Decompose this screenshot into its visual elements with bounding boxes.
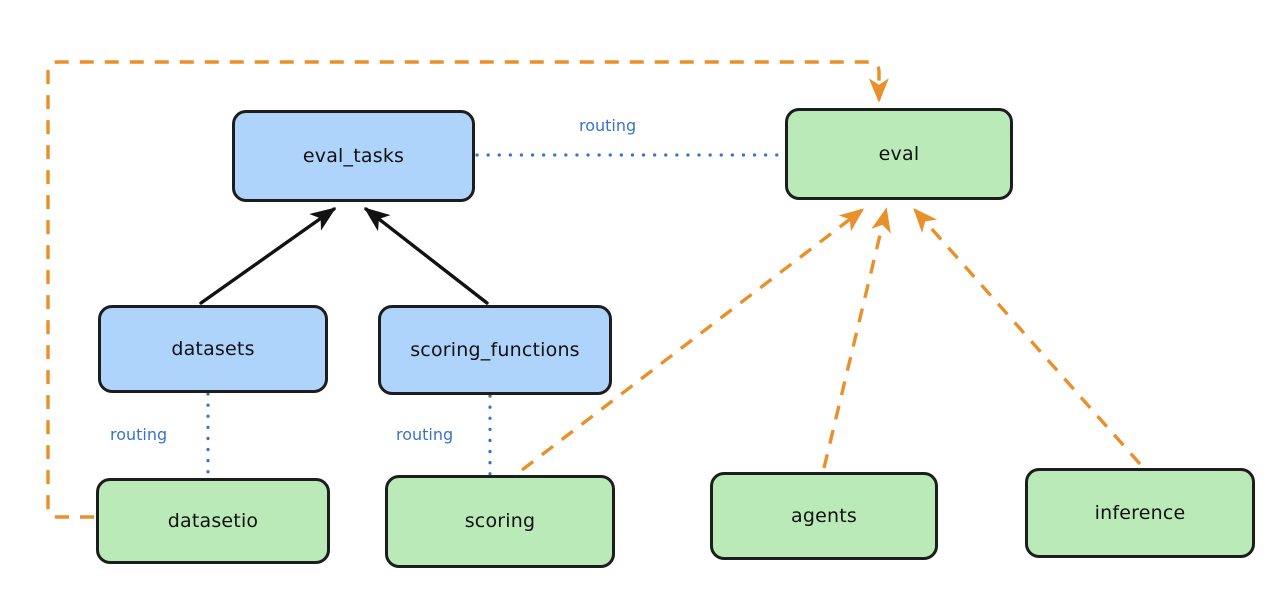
composition-edges — [199, 207, 489, 305]
node-eval-tasks[interactable]: eval_tasks — [232, 110, 475, 202]
node-datasets[interactable]: datasets — [98, 305, 328, 393]
edge-label-routing-eval-tasks: routing — [579, 116, 637, 135]
routing-edges — [206, 153, 785, 479]
edge-inference-to-eval — [913, 207, 1142, 466]
node-label-scoring-functions: scoring_functions — [410, 338, 580, 361]
node-inference[interactable]: inference — [1025, 468, 1255, 558]
node-label-scoring: scoring — [464, 510, 536, 533]
node-label-datasets: datasets — [171, 337, 255, 360]
node-label-eval-tasks: eval_tasks — [302, 144, 405, 167]
node-agents[interactable]: agents — [710, 472, 938, 560]
edge-label-routing-scoring: routing — [396, 425, 454, 444]
node-datasetio[interactable]: datasetio — [96, 478, 330, 564]
node-label-datasetio: datasetio — [167, 509, 259, 532]
node-eval[interactable]: eval — [785, 108, 1013, 200]
edge-agents-to-eval — [822, 207, 891, 469]
node-label-agents: agents — [791, 504, 857, 527]
node-scoring[interactable]: scoring — [385, 475, 615, 568]
edge-label-routing-datasets: routing — [110, 425, 168, 444]
edge-scoring-functions-to-eval-tasks — [363, 207, 489, 305]
node-label-inference: inference — [1094, 501, 1186, 524]
dependency-edges — [46, 60, 1142, 519]
edge-datasets-to-eval-tasks — [199, 207, 337, 305]
node-scoring-functions[interactable]: scoring_functions — [378, 305, 612, 395]
edge-scoring-to-eval — [520, 208, 865, 472]
node-label-eval: eval — [878, 142, 920, 165]
